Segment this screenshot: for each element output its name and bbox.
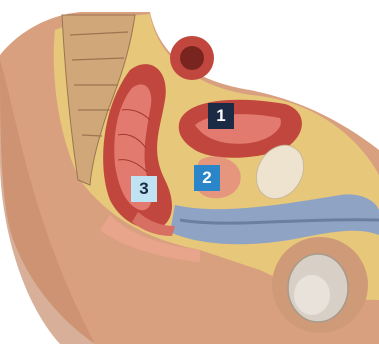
colon-loop-lumen bbox=[180, 46, 204, 70]
testis-highlight bbox=[294, 275, 330, 315]
marker-3: 3 bbox=[131, 176, 157, 202]
marker-2: 2 bbox=[194, 165, 220, 191]
marker-1: 1 bbox=[208, 103, 234, 129]
